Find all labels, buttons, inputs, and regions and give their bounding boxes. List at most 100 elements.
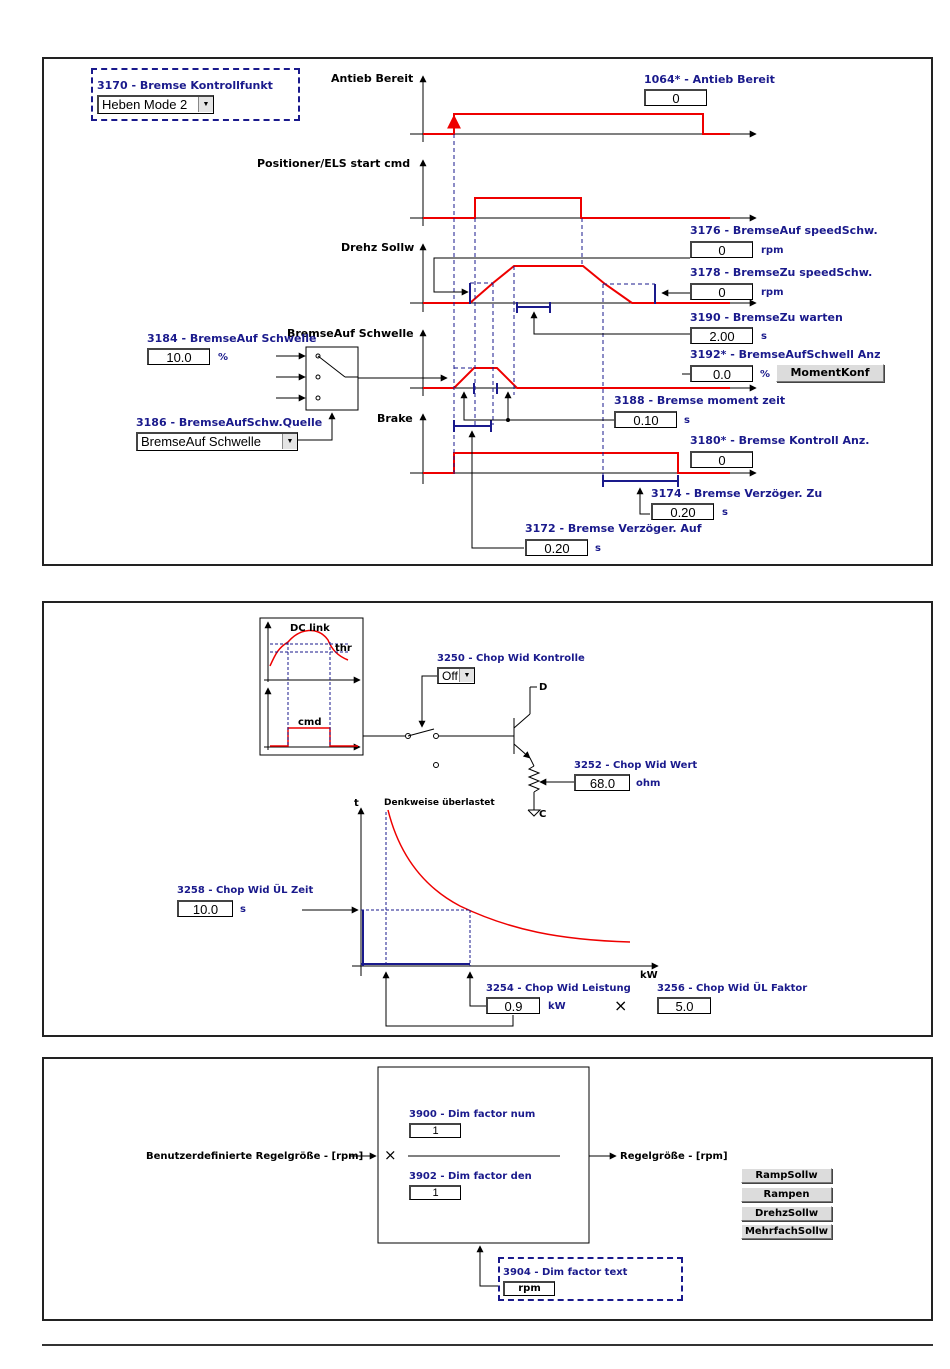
speed-setpoint-button[interactable]: DrehzSollw [741, 1206, 832, 1221]
overload-time-value[interactable]: 10.0 [177, 900, 233, 917]
chop-value-unit: ohm [636, 778, 661, 789]
threshold-display-value[interactable]: 0.0 [690, 365, 753, 382]
multiply-sign: × [614, 996, 628, 1015]
threshold-switch [305, 346, 359, 411]
brake-delay-open-unit: s [595, 543, 601, 554]
brake-torque-time-unit: s [684, 415, 690, 426]
brake-close-wait-label: 3190 - BremseZu warten [690, 311, 843, 324]
dim-num-value[interactable]: 1 [409, 1123, 461, 1138]
brake-open-speed-unit: rpm [761, 245, 784, 256]
overload-curve [387, 809, 631, 943]
brake-torque-time-label: 3188 - Bremse moment zeit [614, 394, 786, 407]
chop-power-unit: kW [548, 1001, 566, 1012]
drive-ready-value[interactable]: 0 [644, 89, 707, 106]
dc-link-inset [259, 617, 364, 756]
chop-control-select[interactable]: Off ▼ [437, 667, 475, 684]
start-cmd-trace [423, 197, 730, 219]
overload-chart-axes [302, 807, 659, 1027]
dim-text-value[interactable]: rpm [503, 1281, 555, 1296]
chop-value-value[interactable]: 68.0 [574, 774, 630, 791]
brake-control-panel [42, 57, 933, 566]
dim-text-label: 3904 - Dim factor text [503, 1267, 628, 1278]
brake-control-label: 3170 - Bremse Kontrollfunkt [97, 79, 273, 92]
brake-control-display-label: 3180* - Bremse Kontroll Anz. [690, 434, 870, 447]
scaling-input-label: Benutzerdefinierte Regelgröße - [rpm] [146, 1151, 364, 1162]
time-axis-label: t [354, 798, 359, 809]
threshold-source-select[interactable]: BremseAuf Schwelle ▼ [136, 432, 298, 451]
chop-power-value[interactable]: 0.9 [486, 997, 540, 1014]
chevron-down-icon[interactable]: ▼ [459, 669, 474, 682]
cmd-label: cmd [298, 717, 322, 728]
brake-delay-close-unit: s [722, 507, 728, 518]
chop-control-label: 3250 - Chop Wid Kontrolle [437, 653, 585, 664]
brake-close-wait-unit: s [761, 331, 767, 342]
brake-close-speed-label: 3178 - BremseZu speedSchw. [690, 266, 873, 279]
dc-link-label: DC link [290, 623, 330, 634]
overload-factor-label: 3256 - Chop Wid ÜL Faktor [657, 983, 808, 994]
scaling-multiply: × [384, 1146, 397, 1164]
overload-label: Denkweise überlastet [384, 798, 495, 808]
threshold-trace [423, 367, 730, 389]
overload-time-unit: s [240, 904, 246, 915]
dim-text-dashbox [498, 1257, 683, 1301]
threshold-source-value: BremseAuf Schwelle [141, 434, 261, 449]
dim-num-label: 3900 - Dim factor num [409, 1109, 536, 1120]
collector-label: D [539, 682, 548, 693]
brake-open-threshold-unit: % [218, 352, 229, 363]
brake-control-select[interactable]: Heben Mode 2 ▼ [97, 95, 214, 114]
chop-power-label: 3254 - Chop Wid Leistung [486, 983, 631, 994]
brake-open-speed-label: 3176 - BremseAuf speedSchw. [690, 224, 878, 237]
brake-delay-close-value[interactable]: 0.20 [651, 503, 714, 520]
threshold-signal: BremseAuf Schwelle [287, 327, 414, 340]
brake-control-dashbox [91, 68, 300, 121]
brake-torque-time-value[interactable]: 0.10 [614, 411, 677, 428]
ramp-setpoint-button[interactable]: RampSollw [741, 1168, 832, 1183]
brake-signal: Brake [377, 412, 413, 425]
brake-open-threshold-label: 3184 - BremseAuf Schwelle [147, 332, 317, 345]
multi-setpoint-button[interactable]: MehrfachSollw [741, 1224, 832, 1239]
brake-open-threshold-value[interactable]: 10.0 [147, 348, 210, 365]
power-axis-label: kW [640, 970, 658, 981]
brake-control-display-value[interactable]: 0 [690, 451, 753, 468]
chopper-panel [42, 601, 933, 1037]
scaling-block [350, 1066, 617, 1287]
speed-ref-signal: Drehz Sollw [341, 241, 415, 254]
start-cmd-signal: Positioner/ELS start cmd [257, 157, 411, 170]
brake-open-speed-value[interactable]: 0 [690, 241, 753, 258]
brake-delay-open-label: 3172 - Bremse Verzöger. Auf [525, 522, 702, 535]
brake-close-speed-unit: rpm [761, 287, 784, 298]
brake-close-wait-value[interactable]: 2.00 [690, 327, 753, 344]
threshold-display-unit: % [760, 369, 771, 380]
cmd-pulse [270, 727, 358, 747]
overload-factor-value[interactable]: 5.0 [657, 997, 711, 1014]
ramps-button[interactable]: Rampen [741, 1187, 832, 1202]
threshold-display-label: 3192* - BremseAufSchwell Anz [690, 348, 881, 361]
dim-den-label: 3902 - Dim factor den [409, 1171, 532, 1182]
threshold-source-label: 3186 - BremseAufSchw.Quelle [136, 416, 323, 429]
chevron-down-icon[interactable]: ▼ [282, 434, 297, 449]
drive-ready-axis [410, 75, 757, 142]
chevron-down-icon[interactable]: ▼ [198, 97, 213, 112]
brake-trace [423, 452, 730, 474]
dim-den-value[interactable]: 1 [409, 1185, 461, 1200]
footer-rule [42, 1344, 933, 1346]
chopper-circuit [363, 675, 574, 817]
drive-ready-label: 1064* - Antieb Bereit [644, 73, 775, 86]
drive-ready-signal: Antieb Bereit [331, 72, 414, 85]
chop-value-label: 3252 - Chop Wid Wert [574, 760, 698, 771]
brake-control-value: Heben Mode 2 [102, 97, 188, 112]
scaling-output-label: Regelgröße - [rpm] [620, 1151, 728, 1162]
moment-config-button[interactable]: MomentKonf [776, 364, 884, 382]
brake-close-speed-value[interactable]: 0 [690, 283, 753, 300]
timing-dashes [453, 134, 656, 482]
brake-delay-open-value[interactable]: 0.20 [525, 539, 588, 556]
timing-brackets [453, 283, 679, 487]
speed-ref-trace [423, 265, 730, 304]
chop-control-value: Off [442, 669, 458, 683]
brake-delay-close-label: 3174 - Bremse Verzöger. Zu [651, 487, 823, 500]
overload-time-label: 3258 - Chop Wid ÜL Zeit [177, 885, 314, 896]
emitter-label: C [539, 809, 547, 820]
thr-label: thr [335, 643, 352, 654]
drive-ready-trace [423, 113, 730, 135]
